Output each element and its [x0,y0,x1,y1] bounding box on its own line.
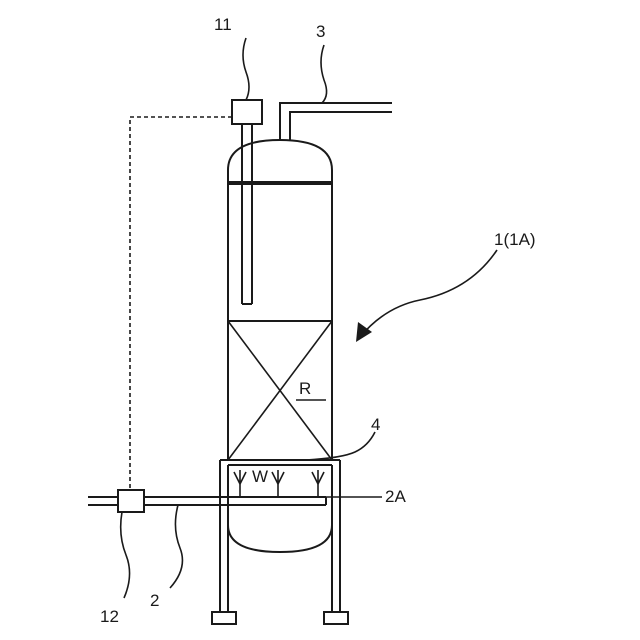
leader-12 [121,512,130,598]
leader-11 [243,38,249,100]
vessel-shell [228,188,332,460]
vessel-arrow [356,250,497,342]
label-2: 2 [150,591,159,610]
valve-12-box [118,490,144,512]
leader-4 [306,432,375,460]
label-4: 4 [371,415,380,434]
foot-left [212,612,236,624]
label-12: 12 [100,607,119,626]
label-r: R [299,379,311,398]
packed-bed [228,321,332,460]
nozzle-2 [272,470,284,497]
signal-line [130,117,232,490]
leader-2 [170,505,182,588]
label-11: 11 [214,15,232,34]
label-2a: 2A [385,487,406,506]
nozzle-3 [312,470,324,497]
sensor-11-box [232,100,262,124]
foot-right [324,612,348,624]
vessel-bottom-head [228,508,332,552]
nozzle-1 [234,470,246,497]
label-w: W [252,467,268,486]
label-1-1a: 1(1A) [494,230,536,249]
label-3: 3 [316,22,325,41]
support-frame [220,460,340,612]
leader-3 [321,45,327,103]
sensor-probe [242,124,252,304]
vessel-top-head [228,140,332,188]
outlet-pipe-3 [280,103,392,140]
